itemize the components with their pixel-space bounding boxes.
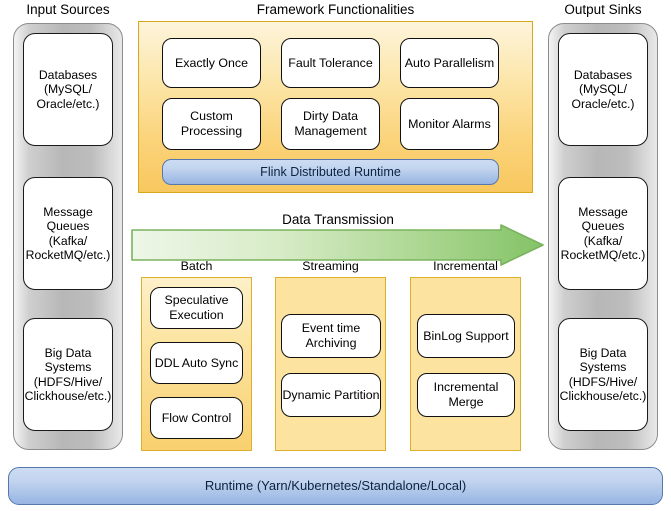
feature-exactly-once[interactable]: Exactly Once bbox=[162, 38, 261, 88]
batch-item-flow-control[interactable]: Flow Control bbox=[150, 397, 243, 439]
output-box-big-data-systems[interactable]: Big Data Systems (HDFS/Hive/ Clickhouse/… bbox=[558, 318, 648, 431]
streaming-item-event-time-archiving[interactable]: Event time Archiving bbox=[281, 314, 381, 358]
output-sinks-title: Output Sinks bbox=[564, 2, 642, 17]
input-box-big-data-systems[interactable]: Big Data Systems (HDFS/Hive/ Clickhouse/… bbox=[23, 318, 113, 431]
mode-title-batch: Batch bbox=[180, 259, 213, 273]
input-box-message-queues[interactable]: Message Queues (Kafka/ RocketMQ/etc.) bbox=[23, 177, 113, 290]
feature-auto-parallelism[interactable]: Auto Parallelism bbox=[400, 38, 499, 88]
feature-dirty-data-management[interactable]: Dirty Data Management bbox=[281, 98, 380, 150]
input-box-databases[interactable]: Databases (MySQL/ Oracle/etc.) bbox=[23, 33, 113, 146]
runtime-bar[interactable]: Runtime (Yarn/Kubernetes/Standalone/Loca… bbox=[8, 467, 663, 505]
incremental-item-binlog-support[interactable]: BinLog Support bbox=[417, 314, 515, 358]
input-sources-title: Input Sources bbox=[26, 2, 110, 17]
framework-functionalities-title: Framework Functionalities bbox=[256, 2, 415, 17]
mode-panel-streaming bbox=[275, 277, 386, 451]
feature-custom-processing[interactable]: Custom Processing bbox=[162, 98, 261, 150]
mode-panel-incremental bbox=[410, 277, 521, 451]
output-box-databases[interactable]: Databases (MySQL/ Oracle/etc.) bbox=[558, 33, 648, 146]
data-transmission-label: Data Transmission bbox=[282, 212, 394, 227]
flink-distributed-runtime-bar[interactable]: Flink Distributed Runtime bbox=[162, 159, 499, 185]
mode-title-incremental: Incremental bbox=[433, 259, 498, 273]
feature-fault-tolerance[interactable]: Fault Tolerance bbox=[281, 38, 380, 88]
streaming-item-dynamic-partition[interactable]: Dynamic Partition bbox=[281, 373, 381, 417]
mode-title-streaming: Streaming bbox=[302, 259, 359, 273]
batch-item-ddl-auto-sync[interactable]: DDL Auto Sync bbox=[150, 342, 243, 384]
incremental-item-incremental-merge[interactable]: Incremental Merge bbox=[417, 373, 515, 417]
feature-monitor-alarms[interactable]: Monitor Alarms bbox=[400, 98, 499, 150]
output-box-message-queues[interactable]: Message Queues (Kafka/ RocketMQ/etc.) bbox=[558, 177, 648, 290]
batch-item-speculative-execution[interactable]: Speculative Execution bbox=[150, 287, 243, 329]
